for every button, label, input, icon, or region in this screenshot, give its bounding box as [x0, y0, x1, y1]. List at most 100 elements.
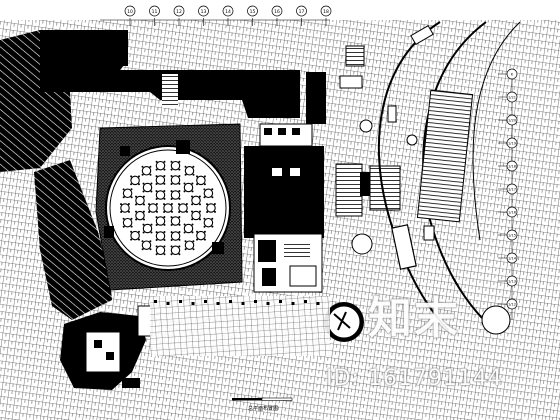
grid-label-top: 15 — [250, 9, 256, 15]
round-table — [183, 223, 194, 234]
grid-bubble-right — [506, 91, 518, 103]
grid-label-top: 10 — [127, 9, 133, 15]
grid-label-top: 11 — [152, 9, 158, 15]
grid-label-top: 18 — [323, 9, 329, 15]
grid-label-right: 1/16 — [508, 211, 517, 215]
round-table — [141, 240, 152, 250]
round-table — [178, 203, 188, 213]
bollard — [229, 300, 232, 303]
grid-bubble-top — [149, 5, 160, 17]
hatched-building-west — [34, 160, 112, 320]
grid-bubble-right — [506, 183, 518, 195]
bollards-south — [154, 300, 320, 305]
round-table — [184, 166, 195, 176]
round-table — [135, 195, 145, 206]
service-box — [360, 172, 370, 196]
bollard — [216, 302, 220, 305]
grid-bubble-right — [506, 114, 518, 126]
grid-bubble-right — [506, 68, 518, 80]
round-table — [184, 240, 195, 250]
pavilion-ne — [176, 140, 190, 154]
grid-bubble-top — [296, 5, 307, 17]
dark-strip-north — [118, 30, 128, 66]
bollard — [291, 302, 295, 305]
grid-label-right: 1/14 — [508, 257, 517, 261]
vehicle-3 — [391, 224, 417, 270]
scale-bar — [232, 397, 293, 401]
bollard — [254, 300, 257, 303]
bollard — [241, 302, 245, 305]
round-table — [155, 160, 166, 171]
grid-bubble-right — [506, 229, 518, 241]
grid-label-top: 12 — [176, 9, 182, 15]
grid-label-right: 1/20 — [508, 119, 517, 123]
round-table — [170, 160, 181, 171]
round-table — [206, 203, 216, 213]
pavilion-se — [212, 242, 224, 254]
grid-label-right: 1/13 — [508, 280, 516, 284]
grid-bubble-top — [198, 5, 209, 17]
grid-bubble-top — [271, 5, 283, 17]
road-outer-curve — [377, 21, 449, 331]
central-building — [244, 146, 324, 238]
bollard — [304, 300, 307, 303]
grid-bubble-top — [320, 5, 332, 17]
round-table — [183, 182, 194, 193]
kiosk-sw — [137, 305, 153, 337]
round-table — [120, 203, 130, 213]
round-table — [155, 245, 166, 256]
grid-bubble-top — [247, 5, 258, 17]
round-table — [170, 190, 181, 200]
round-table — [130, 230, 140, 241]
trees — [324, 119, 511, 342]
bollard — [279, 300, 282, 303]
sw-details — [94, 340, 140, 388]
vehicle-1 — [410, 24, 434, 46]
grid-label-right: 1/17 — [508, 188, 516, 192]
round-table — [196, 230, 206, 241]
round-table — [141, 166, 152, 176]
round-table — [155, 175, 166, 185]
vehicle-4 — [423, 225, 435, 241]
round-table — [122, 188, 133, 199]
round-table — [170, 175, 181, 185]
bollard — [154, 300, 157, 303]
round-table — [148, 203, 158, 213]
grid-bubble-right — [506, 275, 518, 287]
grid-bubble-right — [506, 298, 518, 310]
grid-label-right: 1/12 — [508, 303, 516, 307]
bollard — [266, 302, 270, 305]
round-table — [170, 245, 181, 256]
stair-details — [258, 240, 317, 287]
round-table — [163, 203, 173, 213]
bus-bay — [416, 89, 474, 223]
round-table — [203, 217, 214, 228]
round-table — [170, 216, 181, 226]
grid-bubble-right — [506, 252, 518, 264]
round-table — [155, 231, 166, 241]
round-table — [142, 182, 153, 193]
plan-note: 总平面布置图 — [248, 405, 278, 412]
dark-column-north — [306, 72, 326, 124]
entrance-block — [162, 74, 178, 108]
round-table — [191, 210, 201, 221]
grid-label-top: 16 — [274, 9, 280, 15]
bollard — [191, 302, 195, 305]
grid-label-right: 1/18 — [508, 165, 517, 169]
grid-label-right: K — [511, 73, 514, 77]
paving-south — [150, 296, 330, 356]
round-table — [130, 175, 140, 186]
round-tables — [120, 160, 216, 256]
grid-label-top: 13 — [201, 9, 207, 15]
column-grid-right: K1/211/201/191/181/171/161/151/141/131/1… — [498, 68, 518, 320]
grid-bubble-right — [506, 206, 518, 218]
grid-label-right: 1/15 — [508, 234, 516, 238]
round-table — [122, 217, 133, 228]
grid-bubble-right — [506, 137, 518, 149]
terrace-tables — [264, 128, 300, 176]
grid-bubble-top — [124, 5, 136, 17]
vehicle-2 — [387, 105, 397, 123]
pavilion-sw — [104, 226, 114, 238]
round-table — [203, 188, 214, 199]
